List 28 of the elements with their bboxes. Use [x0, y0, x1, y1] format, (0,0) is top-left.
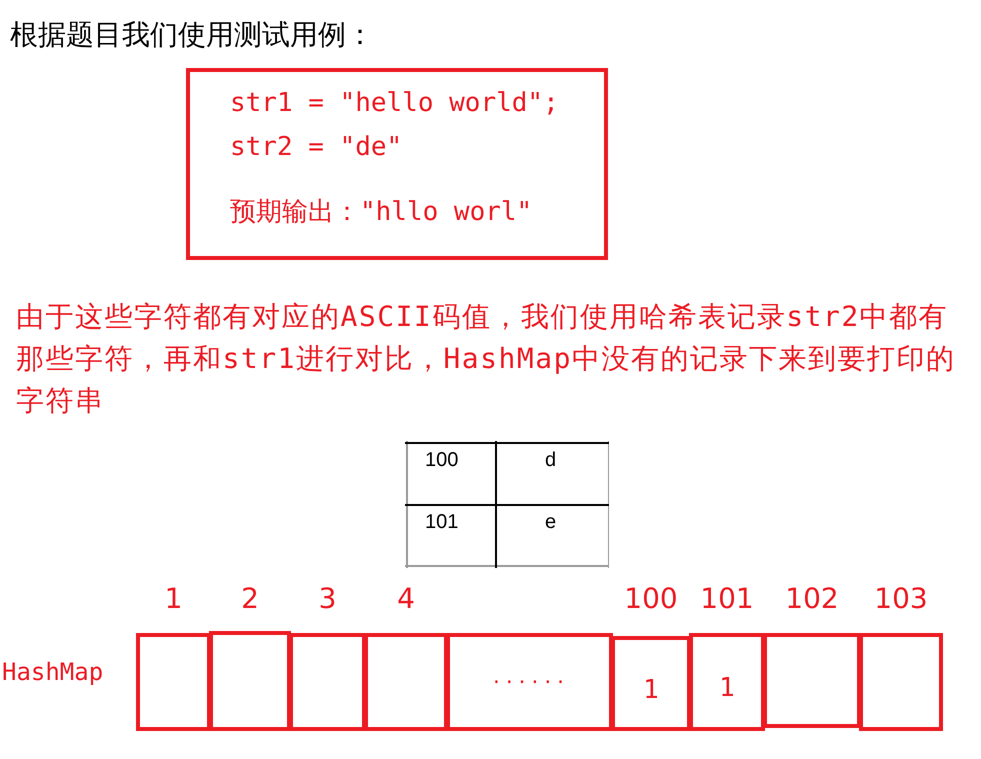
- index-number: 102: [784, 582, 840, 615]
- row-label: HashMap: [2, 658, 104, 686]
- empty-cell: [763, 633, 861, 728]
- index-number: 2: [240, 582, 260, 615]
- code-line: str2 = "de": [230, 132, 402, 162]
- index-number: 100: [623, 582, 679, 615]
- index-number: 101: [699, 582, 755, 615]
- hash-cell: ······: [446, 633, 613, 731]
- table-cell-text: e: [545, 511, 556, 534]
- table-cell-text: d: [545, 449, 556, 472]
- code-line: str1 = "hello world";: [230, 88, 559, 118]
- empty-cell: [364, 633, 448, 731]
- note-text: 由于这些字符都有对应的ASCII码值，我们使用哈希表记录str2中都有那些字符，再和str1进行对比，HashMap中没有的记录下来到要打印的字符串: [16, 299, 956, 419]
- index-number: 3: [318, 582, 338, 615]
- title: 根据题目我们使用测试用例：: [10, 17, 374, 53]
- index-number: 1: [164, 582, 184, 615]
- empty-cell: [136, 633, 211, 731]
- code-line: 预期输出："hllo worl": [230, 196, 532, 229]
- table-cell-text: 100: [425, 449, 458, 472]
- index-number: 4: [396, 582, 416, 615]
- code-box: [186, 68, 608, 260]
- table-cell-text: 101: [425, 511, 458, 534]
- empty-cell: [289, 633, 366, 731]
- hash-cell: 1: [611, 636, 691, 731]
- index-number: 103: [873, 582, 929, 615]
- hash-cell: 1: [689, 633, 765, 731]
- empty-cell: [209, 631, 291, 731]
- empty-cell: [859, 633, 943, 731]
